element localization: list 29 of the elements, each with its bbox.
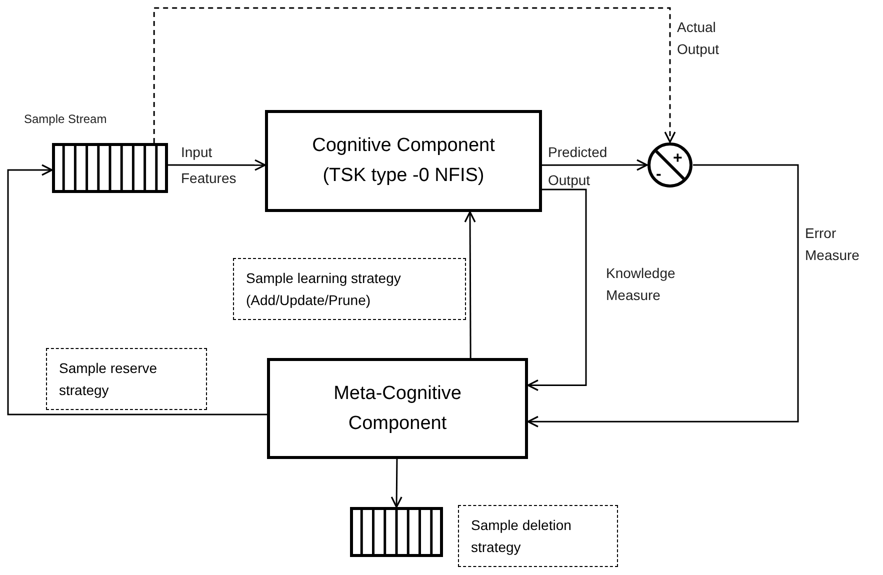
summing-junction <box>647 142 693 188</box>
component-title: Meta-Cognitive Component <box>332 382 462 436</box>
component-box <box>267 358 528 459</box>
component-title: Cognitive Component (TSK type -0 NFIS) <box>311 134 496 188</box>
strategy-text: Sample reserve strategy <box>58 359 158 400</box>
strategy-box <box>458 505 618 567</box>
edge-label: Actual Output <box>677 18 720 59</box>
queue-drawing <box>52 143 168 193</box>
strategy-text: Sample deletion strategy <box>470 516 572 557</box>
arrow <box>464 211 476 358</box>
queue-caption: Sample Stream <box>24 111 107 128</box>
queue-drawing <box>350 507 443 557</box>
arrow <box>390 459 402 508</box>
arrow <box>542 159 648 171</box>
edge-label: Error Measure <box>805 224 860 265</box>
arrow <box>527 188 587 392</box>
edge-label: Knowledge Measure <box>606 264 676 305</box>
arrow <box>7 164 267 416</box>
strategy-text: Sample learning strategy (Add/Update/Prune) <box>245 269 402 310</box>
arrow <box>153 7 676 143</box>
arrow <box>168 159 266 171</box>
arrow <box>527 164 799 428</box>
edge-label: Input Features <box>181 143 238 188</box>
sign-symbol: - <box>656 167 662 183</box>
sign-symbol: + <box>673 151 682 167</box>
component-box <box>265 110 542 212</box>
strategy-box <box>46 348 207 410</box>
edge-label: Predicted Output <box>548 143 608 190</box>
strategy-box <box>233 258 466 320</box>
